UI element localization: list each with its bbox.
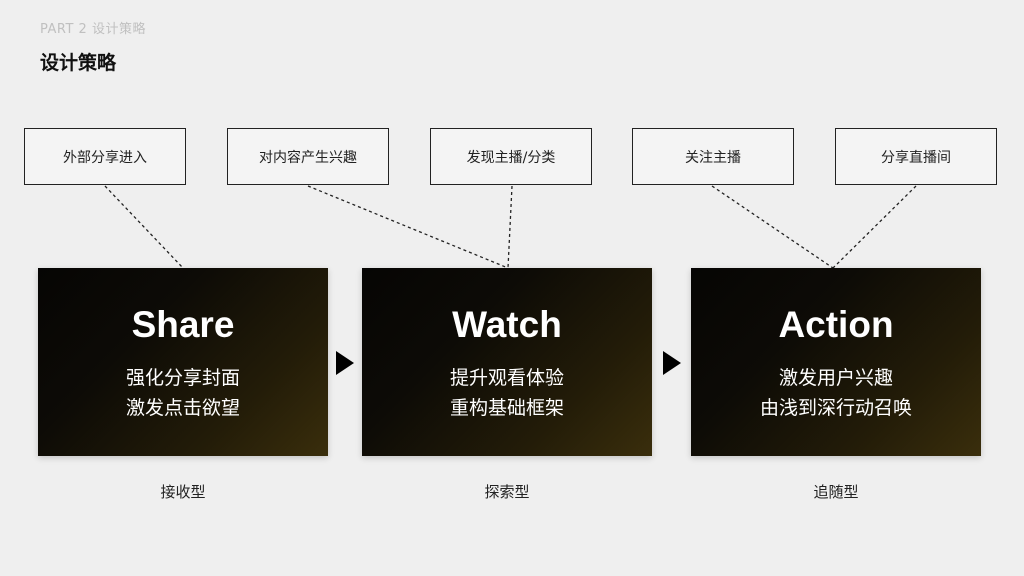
flow-arrow (336, 351, 354, 375)
stage-title: Share (131, 304, 235, 345)
stage-title: Action (778, 304, 894, 345)
tag-label: 分享直播间 (881, 149, 951, 166)
tag-label: 关注主播 (685, 149, 741, 166)
stage-line: 激发用户兴趣 (778, 367, 893, 389)
stage-share: Share 强化分享封面 激发点击欲望 (38, 268, 328, 456)
stage-watch: Watch 提升观看体验 重构基础框架 (362, 268, 652, 456)
stage-line: 由浅到深行动召唤 (759, 397, 912, 419)
section-title: 设计策略 (40, 52, 117, 74)
part-label: PART 2 设计策略 (40, 22, 146, 37)
tag-share-live-room: 分享直播间 (835, 128, 997, 185)
connector-line (711, 185, 834, 269)
tag-discover-host-category: 发现主播/分类 (430, 128, 592, 185)
tag-label: 外部分享进入 (63, 149, 147, 166)
tag-follow-host: 关注主播 (632, 128, 794, 185)
stage-line: 激发点击欲望 (125, 397, 240, 419)
stage-title: Watch (452, 304, 562, 345)
connector-line (832, 185, 917, 269)
stage-line: 强化分享封面 (125, 367, 240, 389)
tag-content-interest: 对内容产生兴趣 (227, 128, 389, 185)
flow-arrow (663, 351, 681, 375)
tag-label: 对内容产生兴趣 (259, 149, 357, 166)
connector-line (507, 185, 513, 269)
connector-line (307, 185, 509, 269)
type-label-follow: 追随型 (813, 483, 859, 501)
type-label-receive: 接收型 (160, 483, 206, 501)
stage-line: 提升观看体验 (449, 367, 564, 389)
connector-line (104, 185, 184, 269)
type-label-explore: 探索型 (484, 483, 530, 501)
tag-external-share-entry: 外部分享进入 (24, 128, 186, 185)
tag-label: 发现主播/分类 (466, 149, 556, 166)
stage-action: Action 激发用户兴趣 由浅到深行动召唤 (691, 268, 981, 456)
stage-line: 重构基础框架 (449, 397, 564, 419)
